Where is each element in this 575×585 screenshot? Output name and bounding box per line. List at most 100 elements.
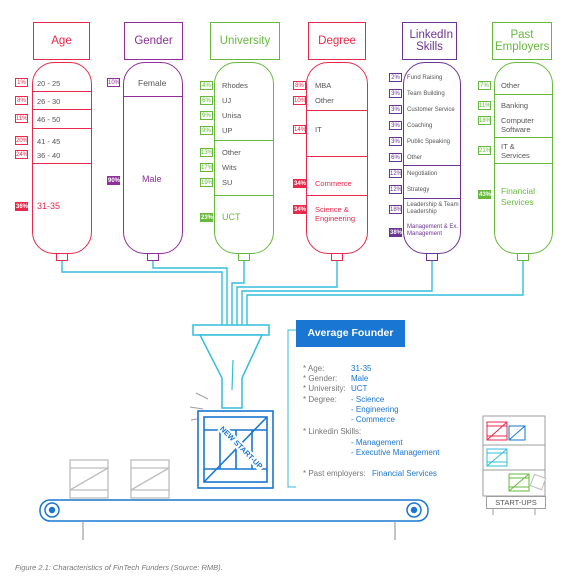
bottle-linkedin <box>403 62 461 254</box>
founder-linkedin-value: - Management <box>351 438 403 447</box>
funnel-shine <box>231 359 234 391</box>
header-gender-label: Gender <box>134 35 173 47</box>
age-divider <box>33 128 91 129</box>
degree-label-3: IT <box>315 125 322 134</box>
header-degree-label: Degree <box>318 35 356 47</box>
age-pct-6: 36% <box>15 202 29 211</box>
past-pct-1: 7% <box>478 81 491 90</box>
uni-label-7: SU <box>222 178 233 187</box>
header-university-label: University <box>219 35 271 47</box>
founder-degree-value: - Commerce <box>351 415 396 424</box>
li-pct-2: 3% <box>389 89 402 98</box>
past-divider <box>495 163 552 164</box>
bottle-cap-age <box>56 253 68 261</box>
li-pct-4: 3% <box>389 121 402 130</box>
bottle-cap-university <box>238 253 250 261</box>
li-label-2: Team Building <box>407 91 445 97</box>
past-label-1: Other <box>501 81 520 90</box>
pipe-past-employers <box>246 261 524 325</box>
founder-university-value: UCT <box>351 384 368 393</box>
funnel <box>192 324 270 409</box>
funnel-body <box>198 334 264 409</box>
startups-label: START-UPS <box>486 496 546 509</box>
age-divider <box>33 163 91 164</box>
header-linkedin-label: LinkedIn Skills <box>409 29 453 53</box>
li-label-4: Coaching <box>407 123 433 129</box>
age-label-6: 31-35 <box>37 201 61 211</box>
pipe-age <box>61 261 223 325</box>
age-label-1: 20 - 25 <box>37 79 61 88</box>
founder-degree-label: * Degree: <box>303 395 337 404</box>
degree-label-5: Science & Engineering <box>315 205 356 223</box>
age-pct-3: 11% <box>15 114 28 123</box>
uni-label-2: UJ <box>222 96 232 105</box>
founder-past-value: Financial Services <box>372 469 437 478</box>
uni-divider <box>215 140 273 141</box>
past-label-5: Financial Services <box>501 186 536 207</box>
age-pct-5: 24% <box>15 150 29 159</box>
li-label-5: Public Speaking <box>407 139 451 145</box>
founder-age-label: * Age: <box>303 364 325 373</box>
pipes <box>61 261 524 325</box>
header-age: Age <box>33 22 90 60</box>
age-label-2: 26 - 30 <box>37 97 61 106</box>
degree-pct-2: 10% <box>293 96 307 105</box>
uni-label-8: UCT <box>222 212 241 222</box>
uni-pct-4: 9% <box>200 126 213 135</box>
li-label-1: Fund Raising <box>407 75 443 81</box>
degree-label-2: Other <box>315 96 334 105</box>
gender-pct-2: 90% <box>107 176 121 185</box>
figure-caption: Figure 2.1: Characteristics of FinTech F… <box>15 563 223 572</box>
founder-connector <box>287 329 296 488</box>
bottle-cap-gender <box>147 253 159 261</box>
header-past-label: Past Employers <box>495 29 550 53</box>
li-pct-7: 12% <box>389 169 403 178</box>
founder-age-value: 31-35 <box>351 364 372 373</box>
age-pct-4: 20% <box>15 136 29 145</box>
average-founder-title: Average Founder <box>296 320 405 347</box>
li-pct-10: 38% <box>389 228 403 237</box>
founder-linkedin-label: * Linkedin Skills: <box>303 427 362 436</box>
bottle-cap-past-employers <box>517 253 529 261</box>
degree-pct-3: 14% <box>293 125 307 134</box>
pipe-gender <box>152 261 228 325</box>
header-university: University <box>210 22 280 60</box>
past-divider <box>495 94 552 95</box>
bottle-age <box>32 62 92 254</box>
li-label-6: Other <box>407 155 423 161</box>
uni-pct-1: 4% <box>200 81 213 90</box>
pipe-university <box>231 261 245 325</box>
header-gender: Gender <box>124 22 183 60</box>
uni-label-6: Wits <box>222 163 237 172</box>
founder-linkedin-value: - Executive Management <box>351 448 440 457</box>
shelf-crate-green <box>508 473 530 492</box>
li-label-9: Leadership & Team Leadership <box>407 202 459 215</box>
degree-label-4: Commerce <box>315 179 352 188</box>
uni-divider <box>215 195 273 196</box>
bottle-cap-linkedin <box>426 253 438 261</box>
uni-label-3: Unisa <box>222 111 242 120</box>
degree-pct-4: 34% <box>293 179 307 188</box>
uni-pct-2: 6% <box>200 96 213 105</box>
gender-divider <box>124 96 182 97</box>
past-label-4: IT & Services <box>501 142 530 160</box>
age-label-5: 36 - 40 <box>37 151 61 160</box>
li-divider <box>404 165 460 166</box>
past-pct-2: 11% <box>478 101 491 110</box>
founder-degree-value: - Science <box>351 395 385 404</box>
li-label-3: Customer Service <box>407 107 455 113</box>
li-pct-8: 12% <box>389 185 403 194</box>
li-pct-6: 6% <box>389 153 402 162</box>
conveyor-legs <box>82 521 396 540</box>
founder-university-label: * University: <box>303 384 346 393</box>
founder-gender-label: * Gender: <box>303 374 338 383</box>
age-divider <box>33 91 91 92</box>
empty-crate-left <box>69 459 109 499</box>
bottle-cap-degree <box>331 253 343 261</box>
new-startup-crate <box>197 410 274 489</box>
shelf-crate-cyan <box>486 448 508 467</box>
age-pct-2: 8% <box>15 96 28 105</box>
degree-pct-1: 8% <box>293 81 306 90</box>
founder-degree-value: - Engineering <box>351 405 399 414</box>
